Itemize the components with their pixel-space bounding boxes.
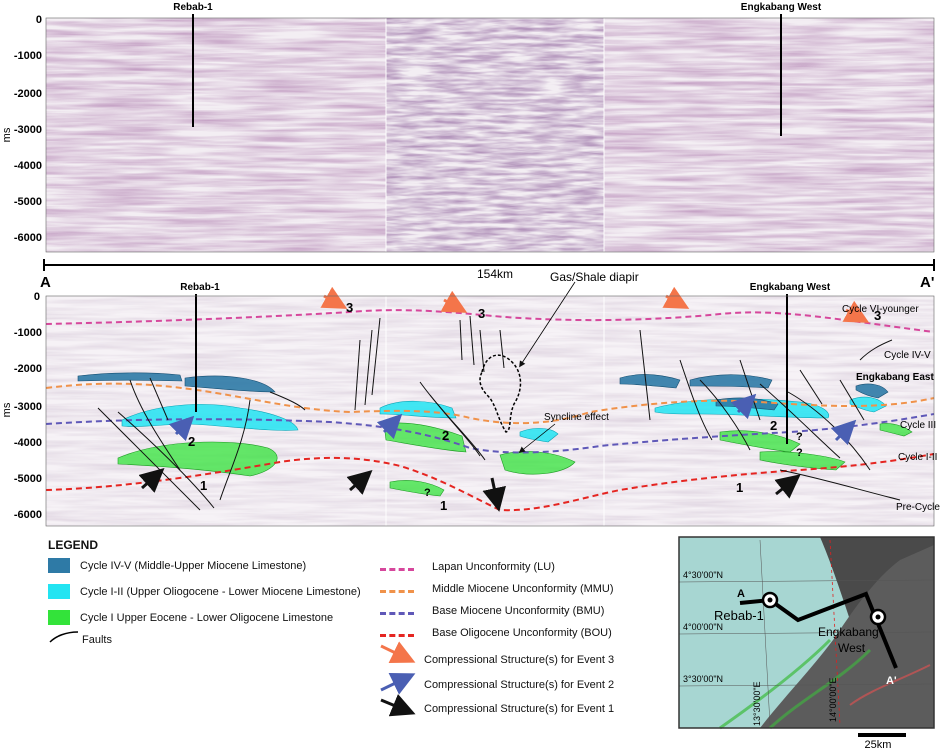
legend-label-event-3: Compressional Structure(s) for Event 3 (424, 654, 615, 666)
top-seismic-panel: Rebab-1 Engkabang West ms 0 -1000 -2000 … (1, 2, 935, 253)
legend-label-lu: Lapan Unconformity (LU) (432, 561, 555, 573)
syncline-label: Syncline effect (544, 412, 609, 423)
top-ytick: -1000 (14, 50, 42, 62)
legend-label-faults: Faults (82, 634, 112, 646)
legend-event-arrows (380, 641, 416, 717)
event-2-label: 2 (188, 434, 195, 449)
map-point-a-prime: A' (886, 675, 897, 687)
legend-dash-bou (380, 634, 414, 637)
legend-title: LEGEND (48, 538, 99, 552)
legend-swatch-cycle-iv-v (48, 558, 70, 573)
cycle-iv-v-label: Cycle IV-V (884, 350, 931, 361)
legend-label-cycle-iv-v: Cycle IV-V (Middle-Upper Miocene Limesto… (80, 560, 307, 572)
bottom-well-rebab-label: Rebab-1 (180, 282, 220, 293)
horizon-lu (45, 309, 935, 333)
map-lat-1: 4°30'00"N (683, 570, 723, 580)
top-well-rebab-label: Rebab-1 (173, 2, 213, 13)
legend-swatch-cycle-i (48, 610, 70, 625)
top-ytick: -5000 (14, 196, 42, 208)
pre-cycle-label: Pre-Cycle (896, 502, 940, 513)
legend-dash-lu (380, 568, 414, 571)
top-ytick: -6000 (14, 232, 42, 244)
map-lat-2: 4°00'00"N (683, 622, 723, 632)
top-well-engkabang-label: Engkabang West (741, 2, 822, 13)
map-well-engkabang-label-1: Engkabang (818, 625, 879, 639)
cycle-vi-label: Cycle VI-younger (842, 304, 919, 315)
event-3-label: 3 (346, 300, 353, 315)
bottom-ytick: -5000 (14, 473, 42, 485)
top-ytick: -2000 (14, 88, 42, 100)
question-mark: ? (796, 431, 803, 443)
diapir-outline (479, 354, 522, 433)
map-well-engkabang-label-2: West (838, 641, 866, 655)
map-lon-1: 13°30'00"E (752, 681, 762, 726)
map-lat-3: 3°30'00"N (683, 674, 723, 684)
event-2-label: 2 (442, 428, 449, 443)
event-1-label: 1 (736, 480, 743, 495)
bottom-ytick: -2000 (14, 363, 42, 375)
section-end-label: A' (920, 274, 934, 291)
legend-arrow-event-1 (380, 694, 416, 717)
legend-label-bou: Base Oligocene Unconformity (BOU) (432, 627, 612, 639)
bottom-y-axis-label: ms (1, 402, 13, 417)
section-line: A A' 154km (40, 259, 935, 291)
bottom-y-ticks: 0 -1000 -2000 -3000 -4000 -5000 -6000 (14, 291, 42, 521)
legend-label-mmu: Middle Miocene Unconformity (MMU) (432, 583, 614, 595)
cycle-i-ii-label: Cycle I-II (898, 452, 937, 463)
bottom-interpreted-panel: Rebab-1 Engkabang West Gas/Shale diapir … (1, 270, 940, 527)
bottom-ytick: -3000 (14, 401, 42, 413)
question-mark: ? (796, 447, 803, 459)
bottom-ytick: -4000 (14, 437, 42, 449)
map-lon-2: 14°00'00"E (828, 677, 838, 722)
legend-label-bmu: Base Miocene Unconformity (BMU) (432, 605, 605, 617)
legend-arrow-event-3 (380, 641, 416, 663)
top-y-axis-label: ms (1, 127, 13, 142)
bottom-ytick: -6000 (14, 509, 42, 521)
event-3-label: 3 (478, 306, 485, 321)
section-start-label: A (40, 274, 51, 291)
legend-dash-bmu (380, 612, 414, 615)
event-number-labels: 3 3 3 2 2 2 1 1 1 ? ? ? (188, 300, 881, 513)
map-well-rebab-label: Rebab-1 (714, 608, 764, 623)
horizon-mmu (45, 382, 935, 425)
legend-swatch-cycle-i-ii (48, 584, 70, 599)
legend-label-event-2: Compressional Structure(s) for Event 2 (424, 679, 615, 691)
legend-label-event-1: Compressional Structure(s) for Event 1 (424, 703, 615, 715)
legend-arrow-event-2 (380, 673, 416, 695)
map-scale-label: 25km (865, 739, 892, 750)
event-3-label: 3 (874, 308, 881, 323)
cycle-iii-label: Cycle III (900, 420, 936, 431)
map-point-a: A (737, 588, 745, 600)
diapir-label: Gas/Shale diapir (550, 270, 639, 284)
event-1-arrows (138, 468, 801, 512)
bottom-well-engkabang-label: Engkabang West (750, 282, 831, 293)
legend-fault-symbol (49, 631, 79, 643)
question-mark: ? (424, 487, 431, 499)
event-2-label: 2 (770, 418, 777, 433)
inset-map: 4°30'00"N 4°00'00"N 3°30'00"N 13°30'00"E… (678, 536, 935, 750)
syncline-pointer (518, 423, 556, 453)
event-1-label: 1 (440, 498, 447, 513)
engkabang-east-label: Engkabang East (856, 372, 934, 383)
event-1-label: 1 (200, 478, 207, 493)
bottom-ytick: 0 (34, 291, 40, 303)
cycle-i-bodies (117, 422, 913, 497)
top-ytick: -3000 (14, 124, 42, 136)
bottom-ytick: -1000 (14, 327, 42, 339)
legend-label-cycle-i-ii: Cycle I-II (Upper Oliogocene - Lower Mio… (80, 586, 361, 598)
event-3-arrows (320, 286, 870, 323)
legend-label-cycle-i: Cycle I Upper Eocene - Lower Oligocene L… (80, 612, 334, 624)
horizon-bou (45, 453, 935, 512)
top-ytick: 0 (36, 14, 42, 26)
top-y-ticks: 0 -1000 -2000 -3000 -4000 -5000 -6000 (14, 14, 42, 244)
legend-dash-mmu (380, 590, 414, 593)
top-ytick: -4000 (14, 160, 42, 172)
event-2-arrows (168, 393, 857, 446)
section-length-label: 154km (477, 267, 513, 281)
